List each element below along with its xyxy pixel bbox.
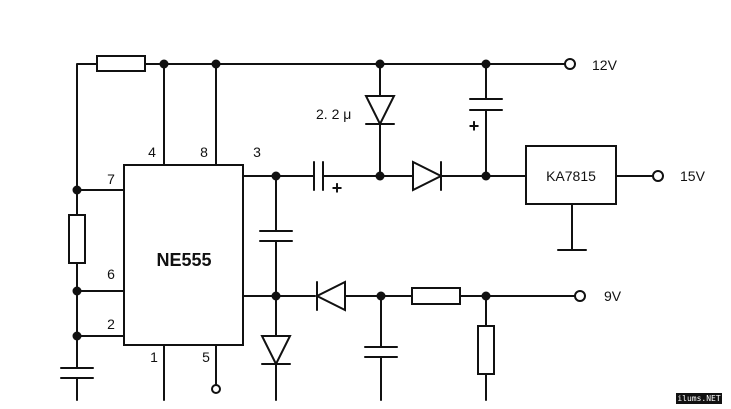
capacitor-top-right (469, 63, 503, 177)
terminal-15v[interactable] (652, 170, 664, 182)
ne555-chip (123, 164, 244, 346)
diode-vertical-top (364, 63, 396, 177)
polarity-plus-2: + (469, 116, 480, 136)
row-9v (242, 280, 586, 312)
pin-7-label: 7 (107, 171, 115, 187)
ic-name-label: NE555 (156, 250, 211, 270)
pin-1-label: 1 (150, 349, 158, 365)
pin-4-label: 4 (148, 144, 156, 160)
resistor-top (96, 55, 146, 72)
output-9v-label: 9V (604, 288, 622, 304)
capacitor-value-label: 2. 2 μ (316, 106, 351, 122)
resistor-9v (411, 287, 461, 305)
watermark-badge (676, 393, 722, 404)
watermark-text: ilums.NET (677, 394, 721, 403)
junction-dots (72, 59, 491, 341)
output-12v-label: 12V (592, 57, 618, 73)
diode-horizontal (412, 160, 444, 192)
pin-8-label: 8 (200, 144, 208, 160)
capacitor-bottom (364, 295, 398, 401)
terminal-12v[interactable] (564, 58, 576, 70)
row-pin3 (242, 145, 664, 251)
polarity-plus-1: + (332, 178, 343, 198)
resistor-left (68, 189, 86, 369)
pin-5-label: 5 (202, 349, 210, 365)
output-15v-label: 15V (680, 168, 706, 184)
regulator-label: KA7815 (546, 168, 596, 184)
pin-6-label: 6 (107, 266, 115, 282)
terminal-pin5[interactable] (211, 384, 221, 394)
diode-bottom (260, 295, 292, 401)
capacitor-bottom-left (60, 367, 94, 401)
diode-left (314, 280, 346, 312)
pin-2-label: 2 (107, 316, 115, 332)
resistor-bottom (477, 295, 495, 401)
terminal-9v[interactable] (574, 290, 586, 302)
regulator-box (525, 145, 617, 205)
pin-3-label: 3 (253, 144, 261, 160)
capacitor-mid (259, 175, 293, 297)
